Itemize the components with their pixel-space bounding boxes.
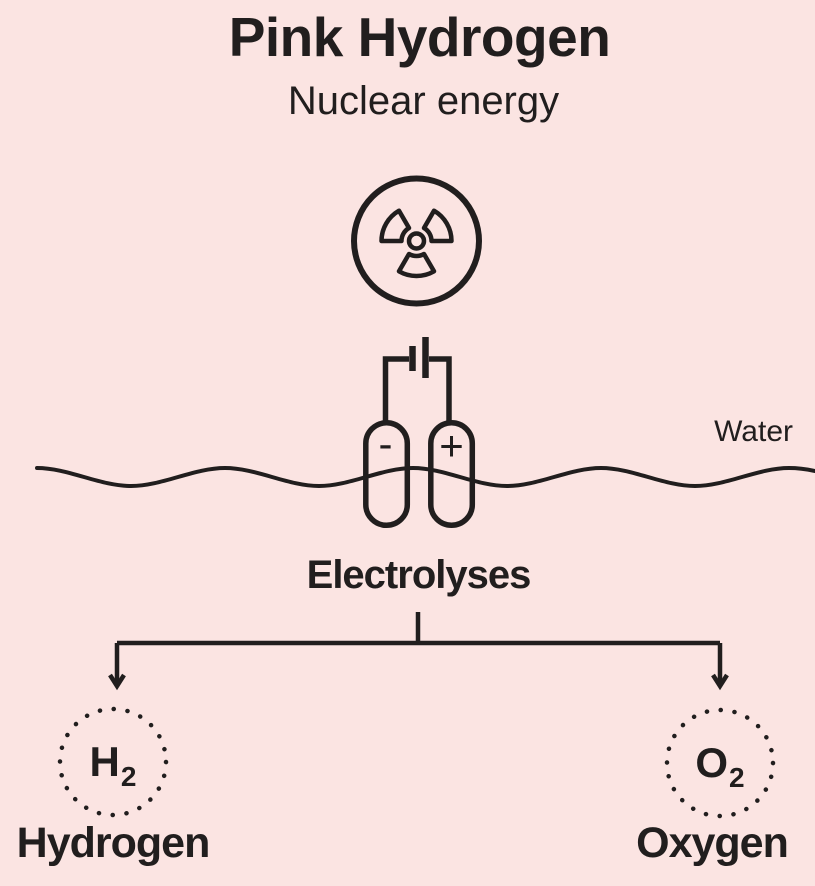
- electrode-positive: [428, 420, 476, 529]
- oxygen-symbol: O: [695, 739, 729, 786]
- hydrogen-subscript: 2: [120, 761, 137, 792]
- radiation-icon: [351, 175, 482, 307]
- water-label: Water: [714, 415, 793, 448]
- page-title: Pink Hydrogen: [228, 6, 611, 68]
- electrode-negative: [363, 420, 411, 529]
- electrode-positive-sign: +: [439, 422, 464, 469]
- oxygen-label: Oxygen: [636, 819, 789, 867]
- arrow-down-left-icon: [108, 673, 126, 691]
- arrow-down-right-icon: [711, 673, 729, 691]
- electrolysis-process-label: Electrolyses: [306, 553, 532, 597]
- hydrogen-symbol: H: [89, 738, 120, 785]
- branch-connector: [108, 612, 729, 691]
- hydrogen-formula: H 2: [89, 738, 137, 791]
- oxygen-molecule-circle: [664, 707, 776, 819]
- hydrogen-label: Hydrogen: [16, 819, 211, 867]
- electrode-negative-sign: -: [379, 420, 393, 467]
- water-surface-line: [35, 465, 815, 489]
- battery-icon: [382, 337, 452, 425]
- hydrogen-molecule-circle: [57, 706, 169, 818]
- oxygen-formula: O 2: [695, 739, 744, 792]
- oxygen-subscript: 2: [729, 762, 745, 793]
- page-subtitle: Nuclear energy: [287, 79, 560, 123]
